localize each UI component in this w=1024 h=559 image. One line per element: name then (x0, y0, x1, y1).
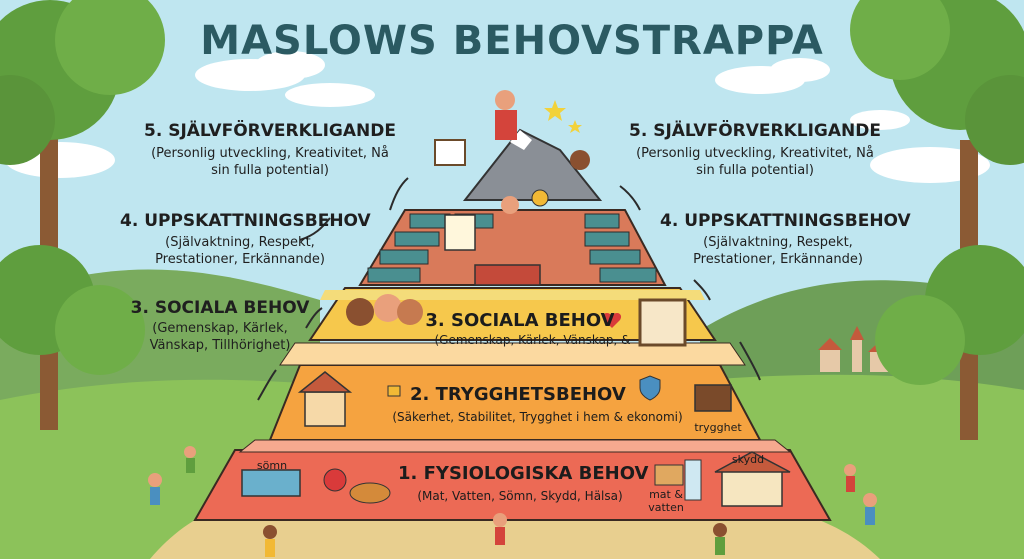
friend-figure (346, 298, 374, 326)
label-shelter: skydd (731, 453, 765, 466)
house-icon (304, 391, 346, 427)
heart-icon (602, 313, 622, 328)
wallet-icon (694, 384, 732, 412)
right-label-4-title: 4. UPPSKATTNINGSBEHOV (660, 211, 911, 231)
tier-1-top (238, 439, 792, 453)
shelter-roof-icon (714, 451, 791, 473)
left-label-3-desc: (Gemenskap, Kärlek, Vänskap, Tillhörighe… (149, 321, 291, 353)
trophy-icon (531, 189, 549, 207)
podium (474, 264, 541, 286)
shelter-house-icon (721, 469, 783, 507)
arrows (257, 177, 761, 401)
friend-figure (374, 294, 402, 322)
tier-3-title: 3. SOCIALA BEHOV (425, 310, 615, 331)
label-food-water: mat & vatten (648, 488, 684, 514)
label-security: trygghet (694, 421, 742, 434)
left-label-4-title: 4. UPPSKATTNINGSBEHOV (120, 211, 371, 231)
arrow-left-mid (299, 217, 331, 241)
arrow-right-top (619, 185, 641, 211)
tier-1-title: 1. FYSIOLOGISKA BEHOV (398, 463, 649, 484)
climber-body (495, 110, 517, 140)
arrow-left-low (305, 307, 323, 329)
left-label-5-title: 5. SJÄLVFÖRVERKLIGANDE (144, 121, 396, 141)
tier-2-top (279, 342, 746, 366)
apple-icon (323, 468, 347, 492)
winner-figure (501, 196, 519, 214)
house-roof-icon (297, 371, 353, 393)
arrow-right-low (739, 341, 761, 381)
certificate-icon (444, 214, 476, 251)
diagram-title: MASLOWS BEHOVSTRAPPA (200, 18, 824, 64)
tier-illustrations (241, 90, 791, 507)
tier-3-top (320, 290, 705, 300)
friend-figure (397, 299, 423, 325)
tier-5-band (358, 209, 667, 286)
arrow-left-bottom (257, 369, 277, 401)
pyramid (193, 128, 832, 521)
tier-2-desc: (Säkerhet, Stabilitet, Trygghet i hem & … (392, 410, 683, 424)
star-icon (568, 120, 582, 133)
left-label-4-desc: (Självaktning, Respekt, Prestationer, Er… (155, 235, 325, 267)
star-icon (544, 100, 566, 121)
mountain-snow (510, 130, 532, 150)
left-label-5-desc: (Personlig utveckling, Kreativitet, Nå s… (151, 146, 389, 178)
mountain (462, 128, 603, 201)
tree-right (850, 0, 1024, 440)
tree-left (0, 0, 165, 430)
shield-icon (639, 375, 661, 401)
left-label-3-title: 3. SOCIALA BEHOV (130, 298, 310, 318)
tier-2-title: 2. TRYGGHETSBEHOV (410, 384, 626, 405)
right-label-5-desc: (Personlig utveckling, Kreativitet, Nå s… (636, 146, 874, 178)
bed-icon (241, 469, 301, 497)
bread-icon (349, 482, 391, 504)
tier-3-desc: (Gemenskap, Kärlek, Vänskap, & (434, 333, 631, 347)
water-bottle-icon (684, 459, 702, 501)
bread-loaf-icon (654, 464, 684, 486)
arrow-right-mid (693, 279, 711, 301)
right-label-4-desc: (Självaktning, Respekt, Prestationer, Er… (693, 235, 863, 267)
label-sleep: sömn (256, 459, 288, 472)
lock-icon (387, 385, 401, 397)
arrow-left-top (389, 177, 409, 211)
tier-1-desc: (Mat, Vatten, Sömn, Skydd, Hälsa) (417, 489, 623, 503)
walkers (148, 446, 877, 557)
family-photo-icon (638, 298, 687, 347)
stone-blocks (367, 213, 657, 283)
climber-figure (495, 90, 515, 110)
right-label-5-title: 5. SJÄLVFÖRVERKLIGANDE (629, 121, 881, 141)
easel-icon (434, 139, 466, 166)
reader-figure (570, 150, 590, 170)
